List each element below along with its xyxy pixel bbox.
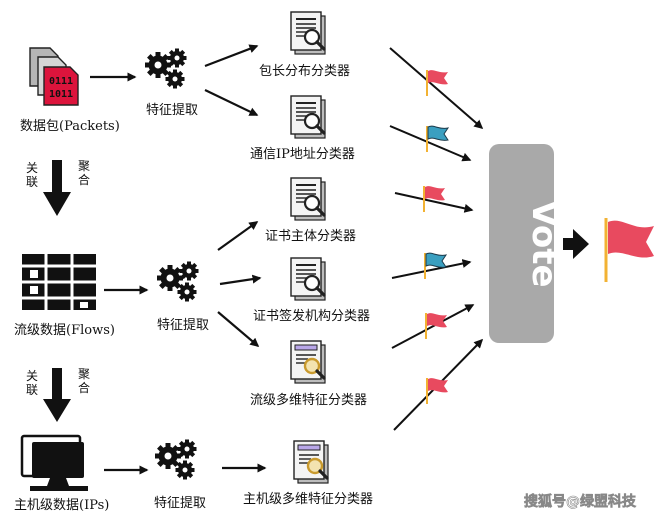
vote-label: Vote	[524, 200, 564, 287]
hosts-label: 主机级数据(IPs)	[14, 498, 109, 513]
correlate-label-1: 关联	[26, 161, 38, 189]
correlate-label-2: 关联	[26, 369, 38, 397]
classifier-label-6: 主机级多维特征分类器	[243, 491, 373, 507]
arrow-icon	[43, 160, 71, 216]
classifier-label-1: 包长分布分类器	[259, 64, 350, 79]
document-magnifier-icon	[289, 339, 327, 385]
packets-label: 数据包(Packets)	[20, 119, 120, 134]
gear-icon	[145, 49, 187, 89]
gear-icon	[155, 440, 197, 480]
aggregate-label-1: 聚合	[78, 159, 90, 187]
classifier-label-2: 通信IP地址分类器	[250, 147, 355, 162]
arrow-icon	[217, 221, 259, 251]
arrow-icon	[394, 192, 474, 213]
packet-icon: 0111 1011	[29, 47, 79, 106]
gear-icon	[157, 262, 199, 302]
flag-icon	[426, 377, 449, 405]
arrow-icon	[563, 229, 589, 259]
arrow-icon	[219, 274, 262, 286]
flag-icon	[425, 312, 448, 340]
document-magnifier-icon	[289, 94, 327, 140]
result-flag-icon	[604, 218, 654, 282]
document-magnifier-icon	[289, 256, 327, 302]
packet-icon-text-1: 0111	[49, 76, 73, 87]
arrow-icon	[217, 311, 260, 347]
arrow-icon	[389, 47, 484, 129]
flows-label: 流级数据(Flows)	[14, 323, 115, 338]
arrow-icon	[204, 89, 259, 116]
server-rack-icon	[22, 254, 96, 310]
arrow-icon	[391, 304, 475, 349]
watermark: 搜狐号@绿盟科技	[524, 493, 637, 510]
feature-extract-label-1: 特征提取	[146, 102, 198, 118]
arrow-icon	[43, 368, 71, 422]
feature-extract-label-3: 特征提取	[154, 495, 206, 511]
classifier-label-5: 流级多维特征分类器	[250, 392, 367, 408]
classifier-label-4: 证书签发机构分类器	[253, 308, 370, 324]
classifier-label-3: 证书主体分类器	[265, 229, 356, 244]
arrow-icon	[391, 259, 472, 279]
arrow-icon	[389, 125, 472, 162]
vote-box	[489, 144, 554, 343]
arrow-icon	[204, 44, 259, 68]
feature-extract-label-2: 特征提取	[157, 317, 209, 333]
flag-icon	[426, 125, 449, 153]
aggregate-label-2: 聚合	[78, 367, 90, 395]
document-magnifier-icon	[289, 176, 327, 222]
flag-icon	[423, 185, 446, 213]
document-magnifier-icon	[289, 10, 327, 56]
monitor-icon	[20, 434, 88, 491]
packet-icon-text-2: 1011	[49, 89, 73, 100]
document-magnifier-icon	[292, 439, 330, 485]
flag-icon	[424, 252, 447, 280]
